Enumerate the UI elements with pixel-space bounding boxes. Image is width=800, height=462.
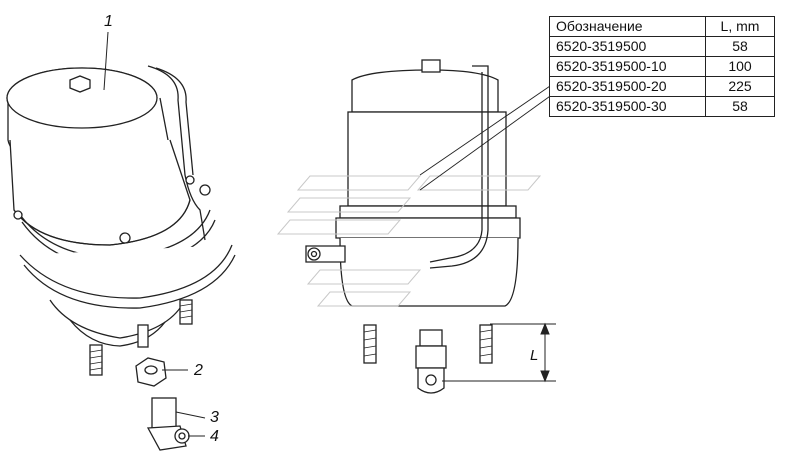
header-designation: Обозначение <box>549 16 706 37</box>
row-designation: 6520-3519500-10 <box>549 56 706 77</box>
callout-1: 1 <box>104 13 113 30</box>
table-leader-lines <box>419 83 554 191</box>
watermark-stripes <box>276 175 542 307</box>
table-row: 6520-3519500 58 <box>549 36 775 57</box>
table-row: 6520-3519500-20 225 <box>549 76 775 97</box>
callout-2: 2 <box>193 362 203 379</box>
callout-leaders <box>103 31 206 437</box>
callout-4: 4 <box>210 428 219 445</box>
chamber-side-view <box>305 59 521 394</box>
clevis-part <box>146 397 190 451</box>
spec-table: Обозначение L, mm 6520-3519500 58 6520-3… <box>549 16 775 117</box>
header-length: L, mm <box>705 16 775 37</box>
callout-3: 3 <box>210 409 219 426</box>
row-length: 58 <box>705 96 775 117</box>
row-length: 58 <box>705 36 775 57</box>
row-designation: 6520-3519500-20 <box>549 76 706 97</box>
nut-part <box>135 357 167 387</box>
table-row: 6520-3519500-30 58 <box>549 96 775 117</box>
row-designation: 6520-3519500-30 <box>549 96 706 117</box>
row-length: 100 <box>705 56 775 77</box>
row-designation: 6520-3519500 <box>549 36 706 57</box>
row-length: 225 <box>705 76 775 97</box>
dimension-l <box>442 322 556 383</box>
table-header-row: Обозначение L, mm <box>549 16 775 37</box>
table-row: 6520-3519500-10 100 <box>549 56 775 77</box>
chamber-isometric-view <box>6 65 236 376</box>
dimension-label: L <box>530 347 538 364</box>
